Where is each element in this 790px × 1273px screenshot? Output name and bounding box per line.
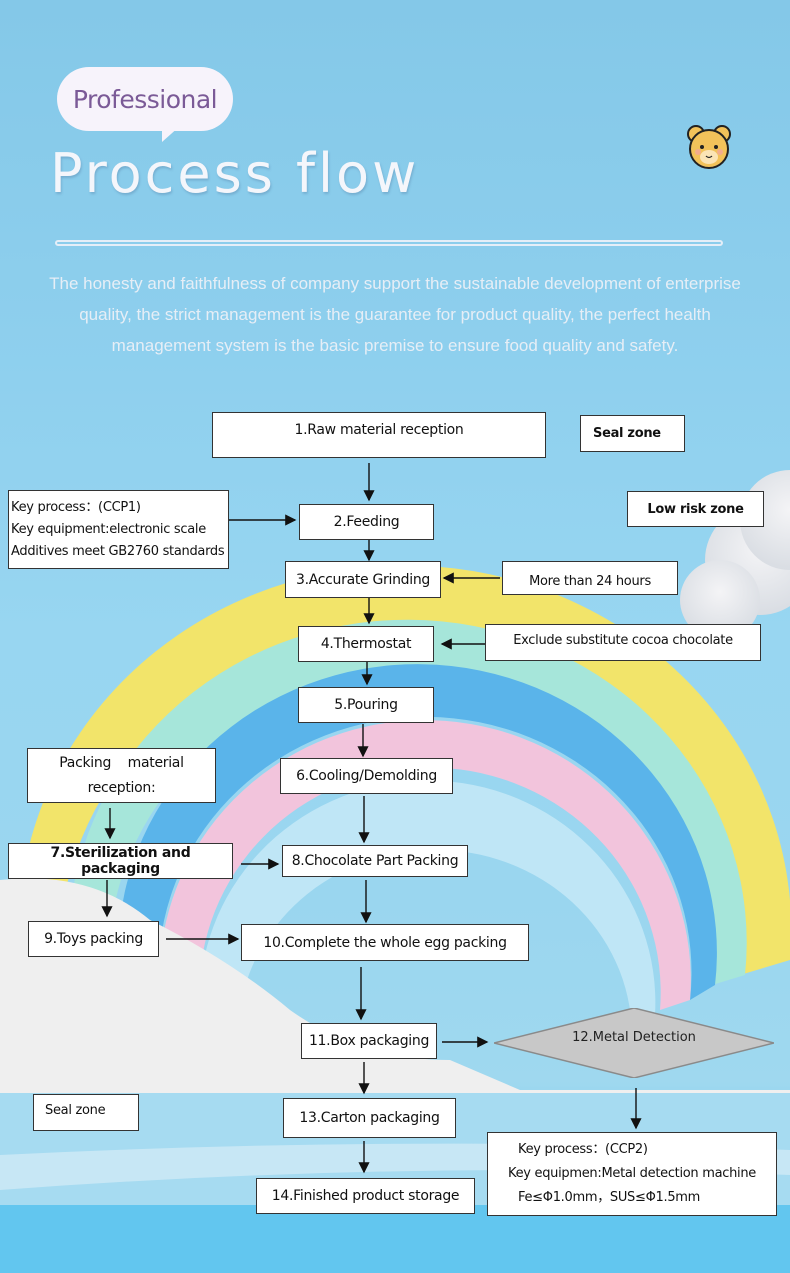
cloud-lower-left xyxy=(0,878,790,1100)
packing-material-line: reception: xyxy=(87,779,156,796)
thermostat-note: Exclude substitute cocoa chocolate xyxy=(485,624,761,661)
ccp2-line: Fe≤Φ1.0mm，SUS≤Φ1.5mm xyxy=(518,1190,701,1205)
page-title: Process flow xyxy=(50,142,420,205)
step-9-toys: 9.Toys packing xyxy=(28,921,159,957)
ccp2-line: Key equipmen:Metal detection machine xyxy=(508,1166,756,1181)
intro-line: management system is the basic premise t… xyxy=(111,336,679,355)
low-risk-zone-label: Low risk zone xyxy=(627,491,764,527)
ccp2-line: Key process：(CCP2) xyxy=(518,1142,648,1157)
step-7-sterilization: 7.Sterilization and packaging xyxy=(8,843,233,879)
ccp1-line: Key process：(CCP1) xyxy=(11,499,141,515)
bear-face-icon xyxy=(687,125,731,169)
seal-zone-top-label: Seal zone xyxy=(580,415,685,452)
ccp1-note: Key process：(CCP1) Key equipment:electro… xyxy=(8,490,229,569)
step-11-box: 11.Box packaging xyxy=(301,1023,437,1059)
step-5-pouring: 5.Pouring xyxy=(298,687,434,723)
intro-line: quality, the strict management is the gu… xyxy=(79,305,711,324)
packing-material-note: Packing material reception: xyxy=(27,748,216,803)
step-1-raw-material: 1.Raw material reception xyxy=(212,412,546,458)
ccp1-line: Additives meet GB2760 standards xyxy=(11,543,225,559)
intro-paragraph: The honesty and faithfulness of company … xyxy=(0,268,790,361)
step-14-storage: 14.Finished product storage xyxy=(256,1178,475,1214)
step-8-chocolate-part: 8.Chocolate Part Packing xyxy=(282,845,468,877)
step-10-whole-egg: 10.Complete the whole egg packing xyxy=(241,924,529,961)
header-divider xyxy=(55,240,723,246)
ccp1-line: Key equipment:electronic scale xyxy=(11,521,206,537)
grinding-time-note: More than 24 hours xyxy=(502,561,678,595)
seal-zone-bottom-label: Seal zone xyxy=(33,1094,139,1131)
step-2-feeding: 2.Feeding xyxy=(299,504,434,540)
professional-badge: Professional xyxy=(57,67,233,131)
step-6-cooling: 6.Cooling/Demolding xyxy=(280,758,453,794)
intro-line: The honesty and faithfulness of company … xyxy=(49,274,741,293)
step-12-label: 12.Metal Detection xyxy=(572,1030,696,1045)
ccp2-note: Key process：(CCP2) Key equipmen:Metal de… xyxy=(487,1132,777,1216)
step-4-thermostat: 4.Thermostat xyxy=(298,626,434,662)
step-13-carton: 13.Carton packaging xyxy=(283,1098,456,1138)
badge-tail xyxy=(162,126,180,142)
step-3-grinding: 3.Accurate Grinding xyxy=(285,561,441,598)
step-12-metal-detection-diamond xyxy=(494,1008,774,1078)
cloud-right xyxy=(680,470,790,640)
packing-material-line: Packing material xyxy=(59,754,184,771)
